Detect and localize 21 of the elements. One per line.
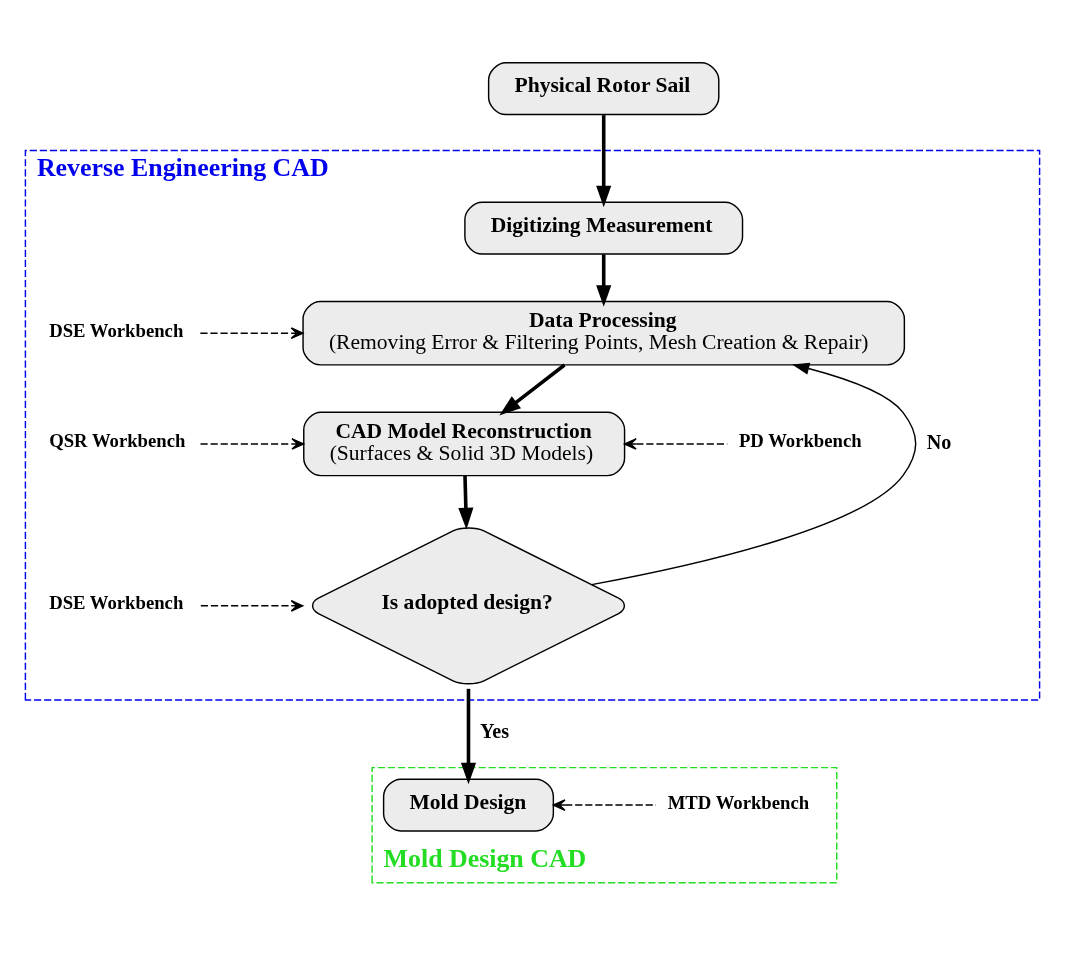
arrow (199, 327, 304, 340)
arrow (596, 254, 612, 307)
arrow (499, 363, 566, 416)
edge-label: No (926, 430, 952, 453)
node-box: CAD Model Reconstruction (Surfaces & Solid 3D Models) (303, 411, 626, 477)
node-text: DSE Workbench (49, 592, 184, 614)
arrow (596, 115, 612, 208)
node-box: Digitizing Measurement (464, 201, 744, 255)
edge-label: Yes (479, 720, 510, 743)
arrow (460, 688, 477, 785)
arrow (199, 438, 305, 450)
node-text: PD Workbench (738, 430, 862, 452)
node-box: Mold Design (382, 778, 555, 832)
arrow (200, 599, 304, 612)
node-text: QSR Workbench (49, 430, 186, 452)
node-text: DSE Workbench (49, 319, 184, 341)
node-text: MTD Workbench (667, 791, 810, 813)
arrow (458, 475, 474, 530)
node-box: Physical Rotor Sail (487, 62, 720, 116)
node-box: Data Processing (Removing Error & Filtering Points, Mesh Creation & Repair) (302, 300, 906, 366)
arrow (590, 362, 917, 586)
